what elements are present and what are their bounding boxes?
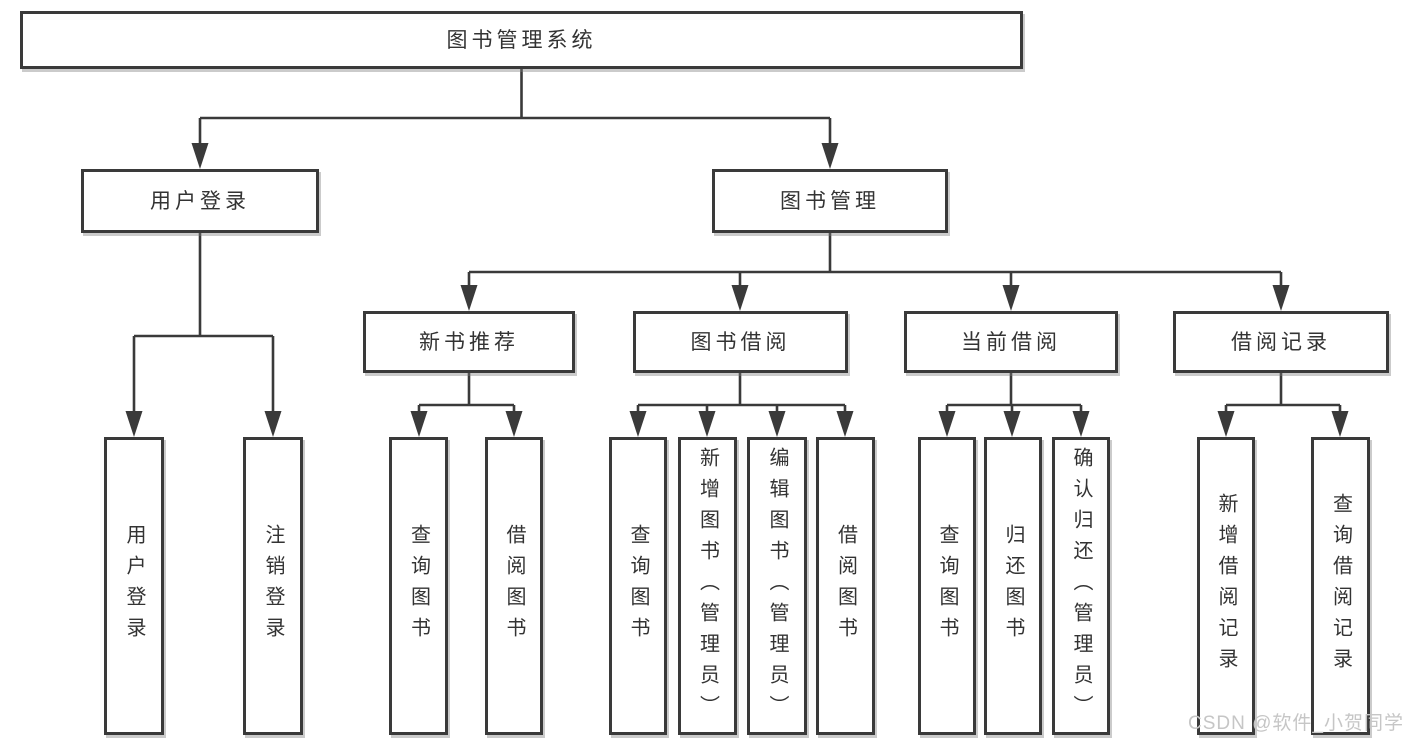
node-label: 图书管理系统 bbox=[446, 28, 597, 52]
leaf-query-books: 查询图书 bbox=[389, 437, 448, 735]
leaf-query-books: 查询图书 bbox=[609, 437, 667, 735]
leaf-user-login: 用户登录 bbox=[104, 437, 164, 735]
node-user-login: 用户登录 bbox=[81, 169, 319, 233]
node-label: 图书管理 bbox=[780, 189, 880, 213]
leaf-label: 查询图书 bbox=[627, 524, 649, 648]
leaf-label: 查询图书 bbox=[407, 524, 430, 648]
node-label: 当前借阅 bbox=[961, 330, 1061, 354]
leaf-label: 归还图书 bbox=[1002, 524, 1024, 648]
leaf-label: 确认归还（管理员） bbox=[1070, 446, 1092, 726]
leaf-label: 查询借阅记录 bbox=[1329, 493, 1352, 679]
leaf-add-books-admin: 新增图书（管理员） bbox=[678, 437, 737, 735]
leaf-query-borrow-record: 查询借阅记录 bbox=[1311, 437, 1370, 735]
leaf-label: 新增借阅记录 bbox=[1215, 493, 1237, 679]
node-label: 借阅记录 bbox=[1231, 330, 1331, 354]
node-book-borrowing: 图书借阅 bbox=[633, 311, 848, 373]
node-label: 用户登录 bbox=[150, 189, 250, 213]
csdn-watermark: CSDN @软件_小贺同学 bbox=[1188, 713, 1404, 734]
leaf-label: 编辑图书（管理员） bbox=[766, 446, 788, 726]
node-label: 新书推荐 bbox=[419, 330, 519, 354]
leaf-logout: 注销登录 bbox=[243, 437, 303, 735]
leaf-return-books: 归还图书 bbox=[984, 437, 1042, 735]
leaf-borrow-books: 借阅图书 bbox=[485, 437, 543, 735]
leaf-query-books: 查询图书 bbox=[918, 437, 976, 735]
node-library-management-system: 图书管理系统 bbox=[20, 11, 1023, 69]
leaf-confirm-return-admin: 确认归还（管理员） bbox=[1052, 437, 1110, 735]
arrowheads bbox=[125, 143, 1349, 437]
leaf-label: 用户登录 bbox=[123, 524, 145, 648]
connector-paths bbox=[132, 69, 1342, 414]
node-borrowing-records: 借阅记录 bbox=[1173, 311, 1389, 373]
leaf-add-borrow-record: 新增借阅记录 bbox=[1197, 437, 1255, 735]
leaf-label: 借阅图书 bbox=[834, 524, 857, 648]
node-book-management: 图书管理 bbox=[712, 169, 948, 233]
leaf-label: 注销登录 bbox=[262, 524, 284, 648]
leaf-borrow-books: 借阅图书 bbox=[816, 437, 875, 735]
leaf-edit-books-admin: 编辑图书（管理员） bbox=[747, 437, 807, 735]
leaf-label: 查询图书 bbox=[936, 524, 958, 648]
node-label: 图书借阅 bbox=[690, 330, 791, 354]
leaf-label: 新增图书（管理员） bbox=[696, 446, 719, 726]
node-new-book-recommend: 新书推荐 bbox=[363, 311, 575, 373]
node-current-borrowing: 当前借阅 bbox=[904, 311, 1118, 373]
leaf-label: 借阅图书 bbox=[503, 524, 525, 648]
